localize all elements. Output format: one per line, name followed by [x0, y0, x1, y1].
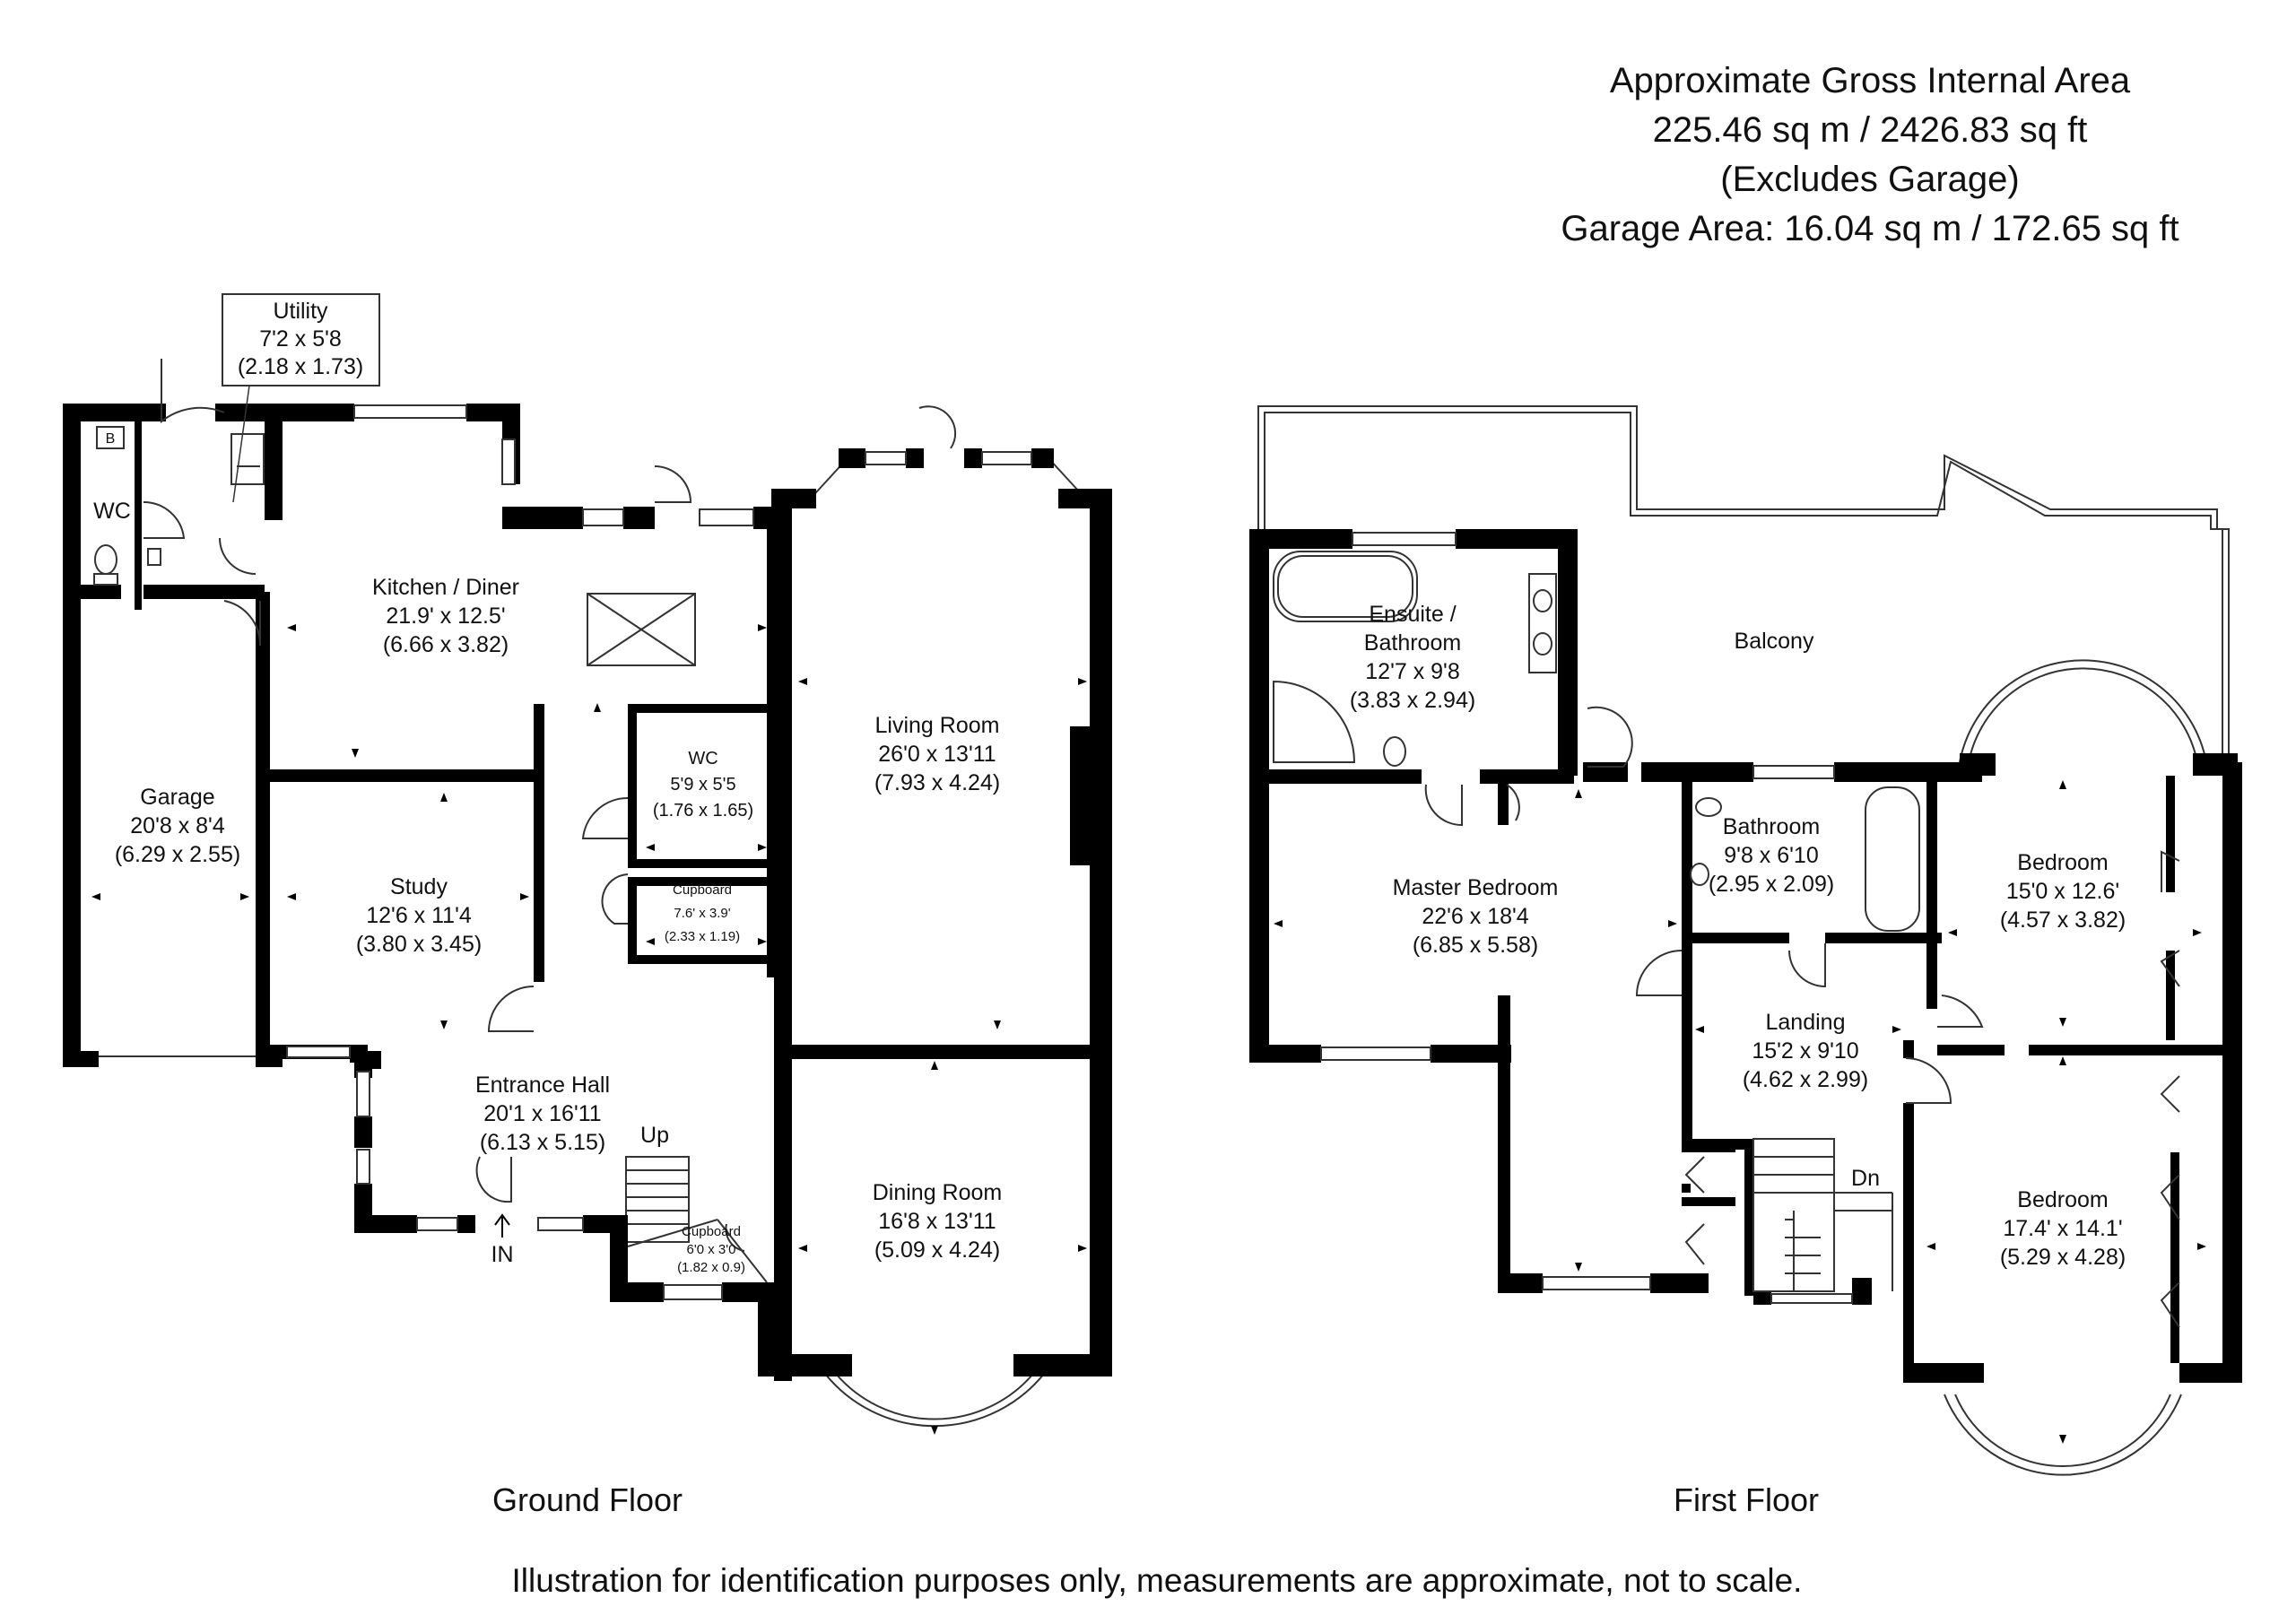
ground-floor-plan: B	[63, 293, 1112, 1518]
first-floor-title: First Floor	[1674, 1481, 1819, 1518]
living-imperial: 26'0 x 13'11	[878, 742, 996, 767]
wc-small-name: WC	[93, 499, 131, 524]
ensuite-name-2: Bathroom	[1364, 630, 1461, 656]
cupboard1-metric: (2.33 x 1.19)	[665, 929, 740, 944]
bedroom2-imperial: 17.4' x 14.1'	[2003, 1216, 2122, 1241]
landing-name: Landing	[1766, 1010, 1846, 1035]
ground-floor-thin-lines	[99, 458, 1090, 1428]
utility-imperial: 7'2 x 5'8	[259, 326, 342, 352]
balcony-outline	[1257, 405, 2230, 1476]
first-floor-windows	[1320, 532, 1853, 1304]
ground-floor-windows	[286, 404, 1032, 1300]
first-floor-thin-lines	[1424, 706, 2180, 1328]
wc-toilet-icon	[94, 544, 117, 575]
ground-floor-title: Ground Floor	[492, 1481, 683, 1518]
master-name: Master Bedroom	[1393, 875, 1559, 900]
wc-imperial: 5'9 x 5'5	[670, 775, 735, 795]
balcony-name: Balcony	[1735, 629, 1814, 654]
study-metric: (3.80 x 3.45)	[356, 932, 482, 957]
garage-name: Garage	[140, 785, 214, 810]
utility-callout-box	[222, 293, 380, 386]
cupboard1-imperial: 7.6' x 3.9'	[674, 906, 730, 921]
wc-name: WC	[688, 749, 718, 769]
first-floor-measure-arrows	[1274, 780, 2206, 1444]
first-floor-plan: Ensuite / Bathroom 12'7 x 9'8 (3.83 x 2.…	[1249, 405, 2242, 1518]
cupboard2-imperial: 6'0 x 3'0	[687, 1242, 736, 1257]
area-total: 225.46 sq m / 2426.83 sq ft	[1653, 110, 2088, 150]
utility-metric: (2.18 x 1.73)	[238, 354, 363, 379]
landing-imperial: 15'2 x 9'10	[1752, 1038, 1858, 1064]
living-name: Living Room	[875, 713, 1000, 738]
ground-floor-walls	[63, 404, 1112, 1381]
cupboard2-name: Cupboard	[682, 1224, 741, 1239]
kitchen-imperial: 21.9' x 12.5'	[386, 604, 505, 629]
boiler-box	[96, 426, 125, 449]
master-imperial: 22'6 x 18'4	[1422, 904, 1528, 929]
ground-floor-measure-arrows	[91, 624, 1087, 1435]
ground-floor-labels: Utility 7'2 x 5'8 (2.18 x 1.73) WC Kitch…	[93, 299, 1002, 1518]
disclaimer: Illustration for identification purposes…	[512, 1562, 1803, 1599]
cupboard2-metric: (1.82 x 0.9)	[677, 1260, 745, 1275]
ensuite-shower-icon	[1273, 680, 1356, 763]
bathroom-basin-icon	[1690, 863, 1709, 886]
bedroom1-metric: (4.57 x 3.82)	[2000, 908, 2126, 933]
hall-imperial: 20'1 x 16'11	[483, 1101, 601, 1126]
landing-metric: (4.62 x 2.99)	[1743, 1067, 1868, 1092]
bath-icon	[1865, 786, 1920, 932]
bedroom1-imperial: 15'0 x 12.6'	[2006, 879, 2119, 904]
study-name: Study	[390, 874, 448, 899]
garage-imperial: 20'8 x 8'4	[130, 813, 225, 838]
boiler-label: B	[106, 431, 116, 447]
utility-name: Utility	[273, 299, 328, 324]
kitchen-name: Kitchen / Diner	[372, 575, 519, 600]
first-floor-fixtures	[1273, 551, 1920, 932]
bedroom2-name: Bedroom	[2017, 1187, 2108, 1212]
dining-name: Dining Room	[873, 1180, 1003, 1205]
hall-metric: (6.13 x 5.15)	[480, 1130, 605, 1155]
dining-imperial: 16'8 x 13'11	[878, 1209, 996, 1234]
area-title: Approximate Gross Internal Area	[1610, 61, 2131, 100]
bedroom2-metric: (5.29 x 4.28)	[2000, 1245, 2126, 1270]
ensuite-name-1: Ensuite /	[1369, 602, 1456, 627]
bathroom-imperial: 9'8 x 6'10	[1724, 843, 1818, 868]
first-floor-walls	[1249, 529, 2242, 1383]
bathroom-metric: (2.95 x 2.09)	[1709, 872, 1834, 897]
area-summary: Approximate Gross Internal Area 225.46 s…	[1561, 61, 2179, 248]
kitchen-metric: (6.66 x 3.82)	[383, 632, 509, 657]
ensuite-metric: (3.83 x 2.94)	[1350, 688, 1475, 713]
garage-metric: (6.29 x 2.55)	[115, 842, 240, 867]
first-floor-labels: Ensuite / Bathroom 12'7 x 9'8 (3.83 x 2.…	[1350, 602, 2126, 1518]
cupboard1-name: Cupboard	[673, 882, 732, 898]
bathroom-toilet-icon	[1695, 797, 1722, 817]
garage-area: Garage Area: 16.04 sq m / 172.65 sq ft	[1561, 209, 2179, 248]
living-metric: (7.93 x 4.24)	[874, 770, 1000, 795]
entrance-arrow-icon	[494, 1213, 510, 1238]
master-metric: (6.85 x 5.58)	[1413, 933, 1538, 958]
study-imperial: 12'6 x 11'4	[366, 903, 472, 928]
bathroom-name: Bathroom	[1723, 814, 1820, 839]
ground-floor-doors	[143, 359, 957, 1252]
dining-metric: (5.09 x 4.24)	[874, 1238, 1000, 1263]
wc-metric: (1.76 x 1.65)	[653, 801, 753, 821]
ensuite-toilet-icon	[1383, 736, 1406, 767]
ensuite-imperial: 12'7 x 9'8	[1365, 659, 1459, 684]
bedroom1-name: Bedroom	[2017, 850, 2108, 875]
dn-label: Dn	[1851, 1166, 1880, 1191]
area-excludes: (Excludes Garage)	[1720, 160, 2019, 199]
hall-name: Entrance Hall	[475, 1073, 610, 1098]
in-label: IN	[491, 1242, 514, 1267]
ensuite-basins-icon	[1528, 573, 1557, 673]
up-label: Up	[640, 1123, 669, 1148]
